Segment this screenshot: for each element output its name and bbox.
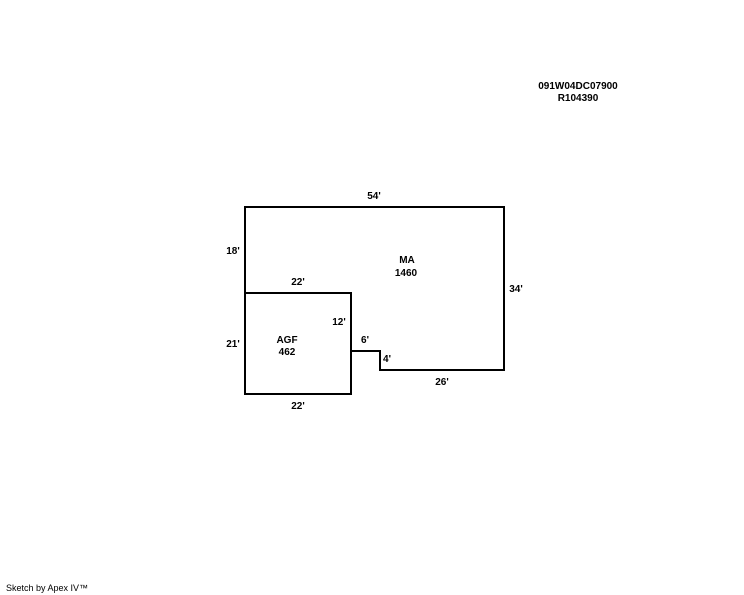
dimension-garage-right: 12' [332,317,346,328]
dimension-ma-right: 34' [509,284,523,295]
dimension-ma-top: 54' [367,191,381,202]
main-area-code: MA [399,255,415,266]
dimension-ma-left: 18' [226,246,240,257]
garage-code: AGF [276,335,297,346]
dimension-garage-top: 22' [291,277,305,288]
garage-outline [244,292,352,395]
dimension-step-vertical: 4' [383,354,391,365]
main-area-size: 1460 [395,268,418,279]
dimension-step-horizontal: 6' [361,335,369,346]
sketch-credit: Sketch by Apex IV™ [6,583,89,593]
dimension-garage-left: 21' [226,339,240,350]
garage-size: 462 [279,347,296,358]
parcel-id: 091W04DC07900 [538,81,618,92]
dimension-ma-bottom: 26' [435,377,449,388]
dimension-garage-bottom: 22' [291,401,305,412]
parcel-reference: R104390 [557,93,599,104]
